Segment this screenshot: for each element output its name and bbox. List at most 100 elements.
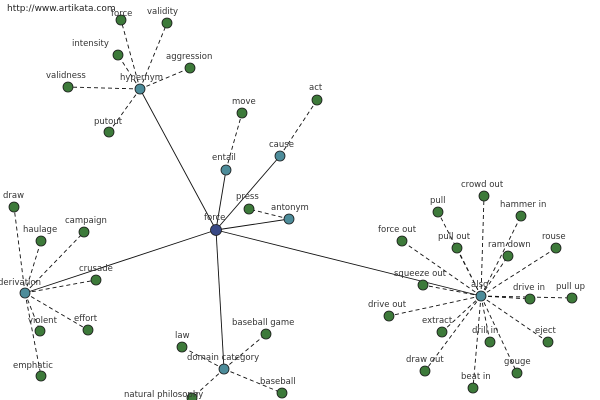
- word-node-pull[interactable]: pull: [430, 196, 446, 218]
- word-node-drive-in-dot[interactable]: [524, 293, 536, 305]
- word-node-haulage[interactable]: haulage: [23, 225, 57, 247]
- relation-node-domain-category[interactable]: domain category: [187, 353, 259, 375]
- relation-node-hypernym-dot[interactable]: [134, 83, 146, 95]
- edge-also-extract: [441, 295, 482, 333]
- word-node-drive-out[interactable]: drive out: [368, 300, 407, 322]
- word-node-law[interactable]: law: [175, 331, 190, 353]
- word-node-pull-up-dot[interactable]: [566, 292, 578, 304]
- word-node-crusade[interactable]: crusade: [79, 264, 113, 286]
- relation-node-cause[interactable]: cause: [269, 140, 294, 162]
- word-node-draw-out-dot[interactable]: [419, 365, 431, 377]
- word-node-rouse[interactable]: rouse: [542, 232, 566, 254]
- word-node-putout[interactable]: putout: [94, 117, 123, 138]
- word-node-baseball-game[interactable]: baseball game: [232, 318, 294, 340]
- word-node-crowd-out[interactable]: crowd out: [461, 180, 504, 202]
- word-node-beat-in-dot[interactable]: [467, 382, 479, 394]
- word-node-extract[interactable]: extract: [422, 316, 453, 338]
- word-node-natural-philosophy[interactable]: natural philosophy: [124, 390, 203, 400]
- word-node-drive-in[interactable]: drive in: [513, 283, 545, 305]
- word-node-hammer-in[interactable]: hammer in: [500, 200, 546, 222]
- word-node-emphatic[interactable]: emphatic: [13, 361, 53, 382]
- word-node-putout-dot[interactable]: [103, 126, 115, 138]
- word-node-validity[interactable]: validity: [147, 7, 178, 29]
- word-node-baseball-dot[interactable]: [276, 387, 288, 399]
- word-node-act[interactable]: act: [309, 83, 323, 106]
- word-node-violent[interactable]: violent: [28, 316, 58, 337]
- word-node-move-dot[interactable]: [236, 107, 248, 119]
- word-node-press[interactable]: press: [236, 192, 259, 215]
- word-node-force-out-dot[interactable]: [396, 235, 408, 247]
- relation-node-entail-dot[interactable]: [220, 164, 232, 176]
- relation-node-derivation[interactable]: derivation: [0, 278, 41, 299]
- relation-node-hypernym[interactable]: hypernym: [120, 73, 163, 95]
- relation-node-also[interactable]: also: [471, 280, 488, 302]
- word-node-force[interactable]: force: [111, 9, 132, 26]
- word-node-drill-in-dot[interactable]: [484, 336, 496, 348]
- word-node-natural-philosophy-dot[interactable]: [186, 392, 198, 400]
- relation-node-domain-category-dot[interactable]: [218, 363, 230, 375]
- word-node-pull-dot[interactable]: [432, 206, 444, 218]
- relation-node-entail-label: entail: [212, 153, 236, 163]
- word-node-beat-in[interactable]: beat in: [461, 372, 491, 394]
- root-node-force[interactable]: force: [204, 213, 225, 236]
- word-node-hammer-in-dot[interactable]: [515, 210, 527, 222]
- word-node-aggression-label: aggression: [166, 52, 212, 62]
- root-node-force-dot[interactable]: [210, 224, 222, 236]
- word-node-drive-out-dot[interactable]: [383, 310, 395, 322]
- word-node-press-dot[interactable]: [243, 203, 255, 215]
- word-node-gouge[interactable]: gouge: [504, 357, 531, 379]
- word-node-drive-in-label: drive in: [513, 283, 545, 293]
- word-node-aggression-dot[interactable]: [184, 62, 196, 74]
- word-node-law-label: law: [175, 331, 190, 341]
- relation-node-antonym-dot[interactable]: [283, 213, 295, 225]
- word-node-intensity-label: intensity: [72, 39, 109, 49]
- word-node-move[interactable]: move: [232, 97, 256, 119]
- word-node-force-dot[interactable]: [115, 14, 127, 26]
- word-node-baseball-game-dot[interactable]: [260, 328, 272, 340]
- word-node-emphatic-dot[interactable]: [35, 370, 47, 382]
- word-node-validity-dot[interactable]: [161, 17, 173, 29]
- relation-node-antonym[interactable]: antonym: [271, 203, 309, 225]
- word-node-gouge-dot[interactable]: [511, 367, 523, 379]
- word-node-validness-dot[interactable]: [62, 81, 74, 93]
- relation-node-also-dot[interactable]: [475, 290, 487, 302]
- word-node-move-label: move: [232, 97, 256, 107]
- word-node-violent-dot[interactable]: [34, 325, 46, 337]
- word-node-intensity-dot[interactable]: [112, 49, 124, 61]
- word-node-ram-down-dot[interactable]: [502, 250, 514, 262]
- word-node-draw[interactable]: draw: [3, 191, 24, 213]
- relation-node-derivation-dot[interactable]: [19, 287, 31, 299]
- word-node-haulage-dot[interactable]: [35, 235, 47, 247]
- word-node-eject[interactable]: eject: [535, 326, 556, 348]
- word-node-effort[interactable]: effort: [74, 314, 98, 336]
- word-node-aggression[interactable]: aggression: [166, 52, 212, 74]
- edge-domain-category-baseball: [223, 368, 283, 394]
- word-node-crowd-out-dot[interactable]: [478, 190, 490, 202]
- word-node-ram-down[interactable]: ram down: [488, 240, 531, 262]
- word-node-violent-label: violent: [28, 316, 58, 326]
- word-node-force-out[interactable]: force out: [378, 225, 417, 247]
- word-node-pull-out[interactable]: pull out: [438, 232, 471, 254]
- word-node-draw-dot[interactable]: [8, 201, 20, 213]
- word-node-effort-dot[interactable]: [82, 324, 94, 336]
- word-node-campaign-dot[interactable]: [78, 226, 90, 238]
- word-node-validness[interactable]: validness: [46, 71, 86, 93]
- word-node-baseball[interactable]: baseball: [260, 377, 296, 399]
- word-node-campaign[interactable]: campaign: [65, 216, 107, 238]
- word-node-squeeze-out[interactable]: squeeze out: [394, 269, 447, 291]
- word-node-pull-up[interactable]: pull up: [556, 282, 585, 304]
- word-node-law-dot[interactable]: [176, 341, 188, 353]
- word-node-extract-dot[interactable]: [436, 326, 448, 338]
- word-node-intensity[interactable]: intensity: [72, 39, 124, 61]
- word-node-pull-out-dot[interactable]: [451, 242, 463, 254]
- word-node-crusade-dot[interactable]: [90, 274, 102, 286]
- word-node-act-dot[interactable]: [311, 94, 323, 106]
- word-node-drill-in[interactable]: drill in: [472, 326, 498, 348]
- relation-node-cause-dot[interactable]: [274, 150, 286, 162]
- word-node-eject-dot[interactable]: [542, 336, 554, 348]
- relation-node-entail[interactable]: entail: [212, 153, 236, 176]
- word-node-squeeze-out-dot[interactable]: [417, 279, 429, 291]
- word-node-draw-out[interactable]: draw out: [406, 355, 444, 377]
- relation-node-also-label: also: [471, 280, 488, 290]
- word-node-rouse-dot[interactable]: [550, 242, 562, 254]
